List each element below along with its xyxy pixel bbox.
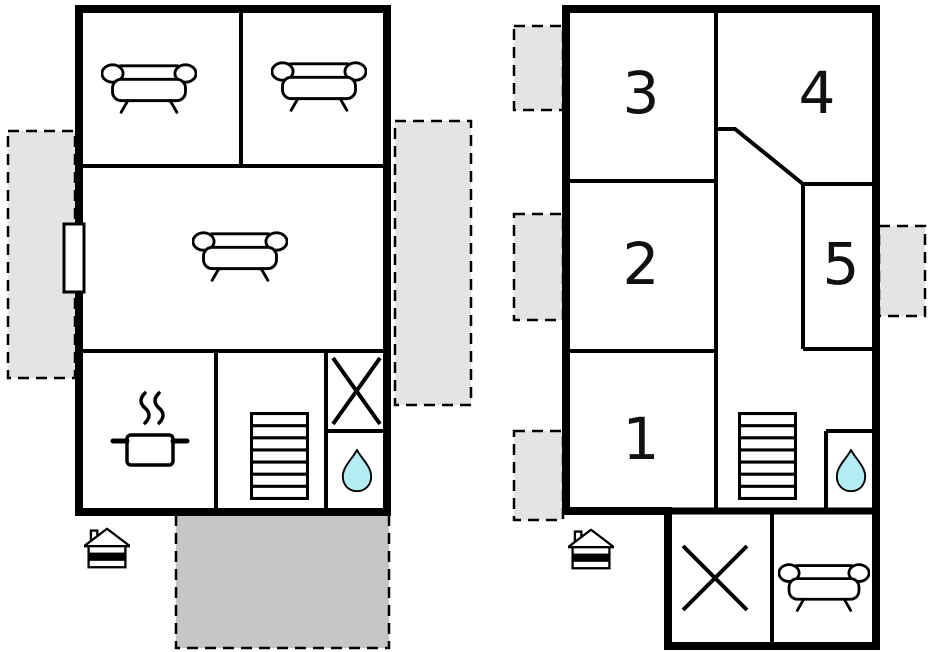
terrace-dashed-area-right xyxy=(393,119,473,407)
balcony-dashed-area-top xyxy=(512,24,565,112)
house-entrance-icon xyxy=(568,528,614,570)
balcony-dashed-area-east xyxy=(877,224,927,318)
outer-wall xyxy=(562,5,880,650)
right-plan-floor xyxy=(566,9,876,646)
left-floor-plan xyxy=(62,5,391,516)
window-cross-icon xyxy=(331,356,382,426)
window-marker xyxy=(62,222,86,294)
house-entrance-icon xyxy=(84,527,130,569)
right-floor-plan: 3 4 2 5 1 xyxy=(562,5,880,650)
left-plan-walls xyxy=(75,5,391,516)
balcony-dashed-area-middle xyxy=(512,212,565,322)
window-cross-icon xyxy=(681,544,749,612)
room-3-label: 3 xyxy=(623,59,660,127)
stairs-icon xyxy=(250,412,309,500)
stairwell-diagonal-wall xyxy=(716,127,805,186)
balcony-dashed-area-bottom xyxy=(512,429,565,522)
room-1-label: 1 xyxy=(623,405,660,473)
room-5-label: 5 xyxy=(823,230,860,298)
room-2-label: 2 xyxy=(623,230,660,298)
room-4-label: 4 xyxy=(799,59,836,127)
terrace-dashed-area-bottom xyxy=(174,510,391,650)
right-plan-walls xyxy=(562,5,880,650)
stairs-icon xyxy=(738,412,797,500)
